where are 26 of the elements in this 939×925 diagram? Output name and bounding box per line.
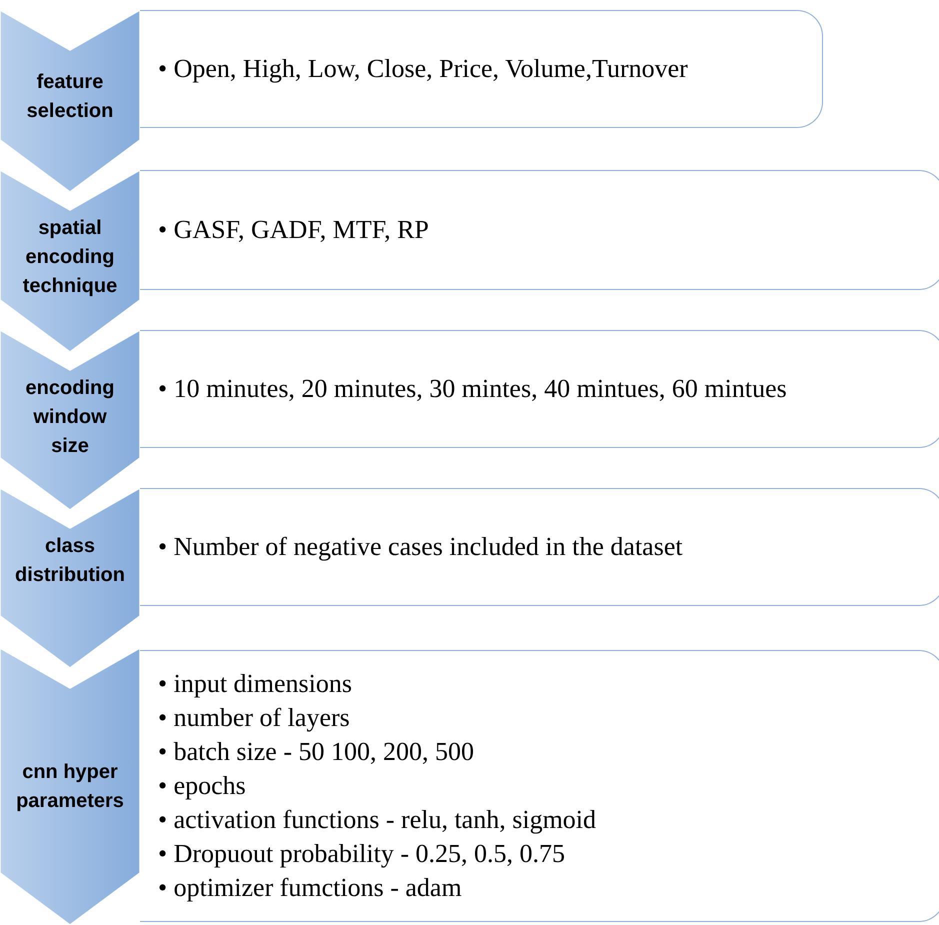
bullet-item: • batch size - 50 100, 200, 500 (158, 736, 475, 768)
chevron-step (0, 488, 140, 668)
content-panel (140, 488, 939, 606)
chevron-step (0, 648, 140, 925)
step-label: cnn hyper parameters (15, 760, 125, 814)
content-panel (140, 170, 939, 290)
bullet-item: • Number of negative cases included in the dataset (158, 531, 683, 563)
bullet-item: • Open, High, Low, Close, Price, Volume,Turnover (158, 53, 688, 85)
bullet-item: • input dimensions (158, 668, 353, 700)
step-label: class distribution (14, 534, 126, 588)
step-label: feature selection (26, 70, 114, 124)
bullet-item: • 10 minutes, 20 minutes, 30 mintes, 40 mintues, 60 mintues (158, 373, 787, 405)
content-panel (140, 650, 939, 922)
bullet-item: • GASF, GADF, MTF, RP (158, 214, 429, 246)
bullet-item: • Dropuout probability - 0.25, 0.5, 0.75 (158, 838, 566, 870)
bullet-item: • number of layers (158, 702, 351, 734)
step-label: encoding window size (24, 376, 116, 459)
step-label: spatial encoding technique (22, 216, 118, 299)
bullet-item: • epochs (158, 770, 247, 802)
bullet-item: • activation functions - relu, tanh, sigmoid (158, 804, 596, 836)
content-panel (140, 10, 823, 128)
chevron-step (0, 170, 140, 352)
chevron-step (0, 10, 140, 192)
chevron-step (0, 330, 140, 510)
content-panel (140, 330, 939, 448)
bullet-item: • optimizer fumctions - adam (158, 872, 463, 904)
